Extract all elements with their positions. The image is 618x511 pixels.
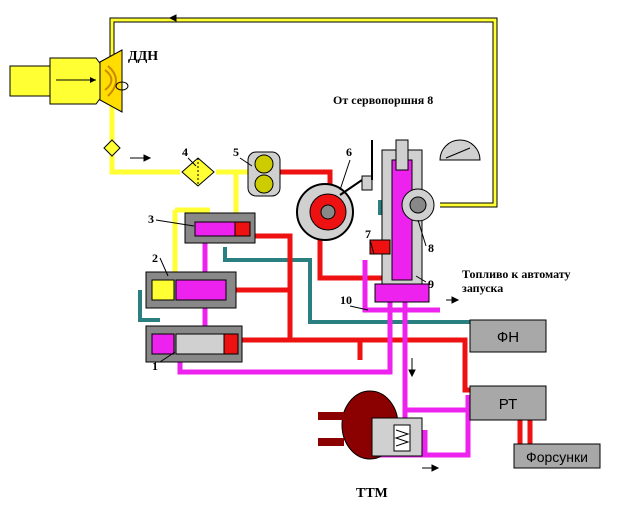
yellow-pipes: [109, 17, 498, 278]
gear-pump-5: [247, 151, 281, 197]
ddn-label: ДДН: [128, 49, 158, 64]
valve-3: [184, 212, 256, 244]
num-5: 5: [233, 145, 239, 159]
num-3: 3: [148, 212, 154, 226]
fn-box: ФН: [469, 319, 547, 353]
pump-6: [296, 175, 373, 241]
leader-lines: [155, 157, 427, 363]
rt-label: РТ: [499, 396, 518, 413]
teal-pipes: [138, 200, 470, 324]
num-4: 4: [182, 145, 188, 159]
fn-label: ФН: [497, 329, 519, 346]
yellow-outline: [109, 17, 498, 208]
num-8: 8: [428, 241, 434, 255]
num-2: 2: [152, 251, 158, 265]
fuel-to-label-2: запуска: [462, 281, 503, 295]
num-9: 9: [428, 277, 434, 291]
valve-2: [145, 271, 237, 309]
fuel-to-label: Топливо к автомату: [462, 267, 571, 281]
nozzles-box: Форсунки: [513, 443, 601, 469]
valve-1: [145, 325, 243, 363]
nozzles-label: Форсунки: [526, 449, 588, 465]
num-10: 10: [340, 293, 352, 307]
ddn-turbine: [9, 49, 129, 113]
num-7: 7: [365, 227, 371, 241]
rt-box: РТ: [469, 385, 547, 421]
num-6: 6: [346, 145, 352, 159]
servo-label: От сервопоршня 8: [333, 93, 433, 107]
ttm-tank: [318, 390, 423, 460]
ttm-label: ТТМ: [356, 486, 388, 501]
num-1: 1: [152, 359, 158, 373]
regulator-7-9: [369, 139, 481, 303]
red-pipes: [230, 169, 533, 445]
flow-arrows: [130, 14, 460, 472]
filter-4: [103, 139, 215, 187]
magenta-pipes: [177, 240, 471, 458]
